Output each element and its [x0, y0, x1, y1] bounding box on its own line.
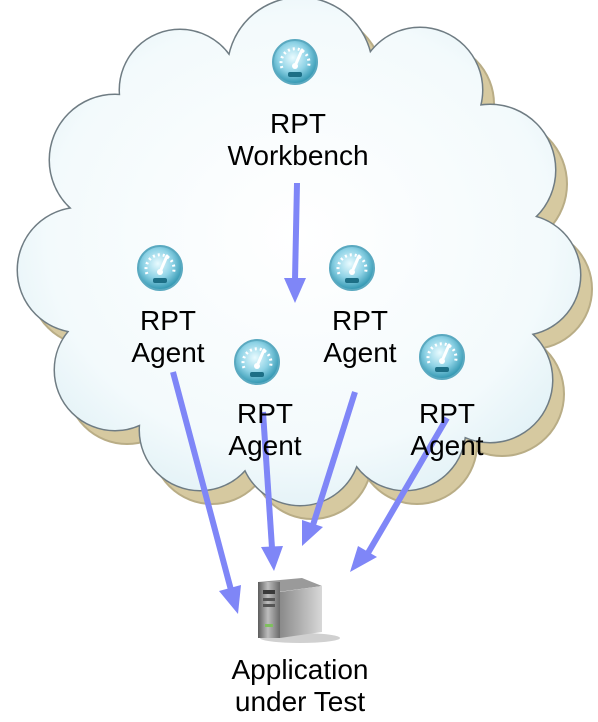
arrow-agent1-to-target	[170, 371, 241, 614]
gauge-icon	[419, 334, 465, 380]
target-label-line1: Application	[231, 654, 369, 685]
gauge-icon	[137, 245, 183, 291]
arrow-agent4-to-target	[350, 416, 450, 572]
gauge-icon	[272, 39, 318, 85]
arrows	[170, 182, 450, 614]
agent-label: RPT Agent	[410, 398, 483, 462]
target-label: Application under Test	[232, 654, 369, 718]
arrow-agent3-to-target	[302, 391, 358, 546]
agent-label-line2: Agent	[228, 430, 302, 461]
agent-label-line1: RPT	[418, 398, 475, 429]
workbench-label-line2: Workbench	[227, 140, 369, 171]
agent-label-line2: Agent	[131, 337, 205, 368]
agent-label: RPT Agent	[131, 305, 204, 369]
agent-label-line2: Agent	[410, 430, 484, 461]
arrow-agent2-to-target	[260, 411, 283, 571]
agent-label-line2: Agent	[323, 337, 397, 368]
workbench-label: RPT Workbench	[227, 108, 368, 172]
gauge-icon	[234, 339, 280, 385]
agent-label-line1: RPT	[139, 305, 196, 336]
target-label-line2: under Test	[234, 686, 366, 717]
agent-label: RPT Agent	[323, 305, 396, 369]
agent-label-line1: RPT	[236, 398, 293, 429]
gauge-icon	[329, 245, 375, 291]
agent-label-line1: RPT	[331, 305, 388, 336]
server-tower-icon	[258, 578, 340, 643]
agent-label: RPT Agent	[228, 398, 301, 462]
workbench-label-line1: RPT	[269, 108, 326, 139]
arrow-workbench-to-agents	[284, 182, 306, 303]
